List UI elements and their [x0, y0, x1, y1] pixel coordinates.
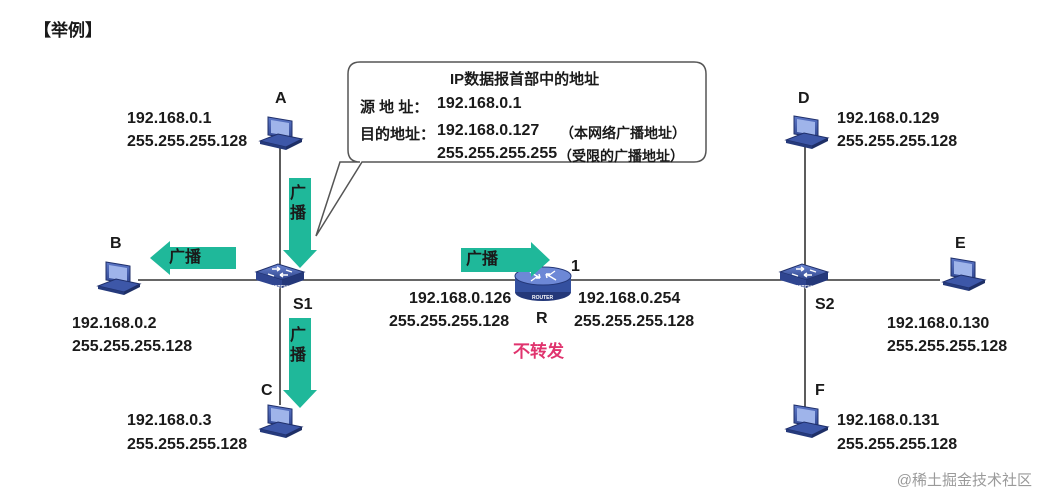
callout-bubble	[315, 61, 707, 237]
pc-f-icon	[785, 404, 829, 439]
broadcast-arrow-up	[283, 178, 317, 268]
router-left-ip: 192.168.0.126	[409, 290, 512, 307]
broadcast-arrow-right	[461, 242, 550, 277]
callout-dst-value2: 255.255.255.255	[437, 145, 558, 162]
host-e-ip: 192.168.0.130	[887, 315, 990, 332]
pc-e-icon	[942, 257, 986, 292]
callout-dst-note2: （受限的广播地址）	[558, 148, 684, 164]
broadcast-label-up: 广播	[290, 185, 307, 222]
callout-dst-value1: 192.168.0.127	[437, 122, 540, 139]
host-c-ip: 192.168.0.3	[127, 412, 212, 429]
callout-src-label: 源 地 址：	[360, 99, 429, 116]
broadcast-label-down: 广播	[290, 327, 307, 364]
host-f-mask: 255.255.255.128	[837, 436, 958, 453]
host-d-mask: 255.255.255.128	[837, 133, 958, 150]
switch-s1-name: S1	[293, 296, 313, 313]
switch-s2-badge: SWITCH	[792, 285, 812, 291]
router-left-mask: 255.255.255.128	[389, 313, 510, 330]
callout-title: IP数据报首部中的地址	[450, 71, 600, 88]
host-b-name: B	[110, 235, 122, 252]
router-name: R	[536, 310, 548, 327]
callout-dst-label: 目的地址：	[360, 126, 436, 143]
pc-c-icon	[259, 404, 303, 439]
switch-s1-badge: SWITCH	[268, 285, 288, 291]
host-a-name: A	[275, 90, 287, 107]
host-b-ip: 192.168.0.2	[72, 315, 157, 332]
router-badge: ROUTER	[532, 295, 554, 301]
callout-src-value: 192.168.0.1	[437, 95, 522, 112]
broadcast-arrow-down	[283, 318, 317, 408]
host-f-ip: 192.168.0.131	[837, 412, 940, 429]
router-right-ip: 192.168.0.254	[578, 290, 681, 307]
broadcast-label-left: 广播	[169, 249, 202, 266]
host-a-mask: 255.255.255.128	[127, 133, 248, 150]
host-c-name: C	[261, 382, 273, 399]
host-d-name: D	[798, 90, 810, 107]
pc-d-icon	[785, 115, 829, 150]
callout-dst-note1: （本网络广播地址）	[560, 125, 686, 141]
router-no-forward-note: 不转发	[513, 342, 564, 361]
pc-a-icon	[259, 116, 303, 151]
router-port-label: 1	[571, 258, 580, 275]
host-b-mask: 255.255.255.128	[72, 338, 193, 355]
router-right-mask: 255.255.255.128	[574, 313, 695, 330]
host-f-name: F	[815, 382, 825, 399]
broadcast-arrow-left	[150, 241, 236, 275]
page-heading: 【举例】	[34, 21, 102, 40]
host-e-mask: 255.255.255.128	[887, 338, 1008, 355]
host-a-ip: 192.168.0.1	[127, 110, 212, 127]
host-e-name: E	[955, 235, 966, 252]
broadcast-label-right: 广播	[466, 251, 499, 268]
switch-s2-name: S2	[815, 296, 835, 313]
host-d-ip: 192.168.0.129	[837, 110, 940, 127]
watermark: @稀土掘金技术社区	[896, 472, 1032, 489]
router-icon	[514, 266, 572, 301]
pc-b-icon	[97, 261, 141, 296]
host-c-mask: 255.255.255.128	[127, 436, 248, 453]
